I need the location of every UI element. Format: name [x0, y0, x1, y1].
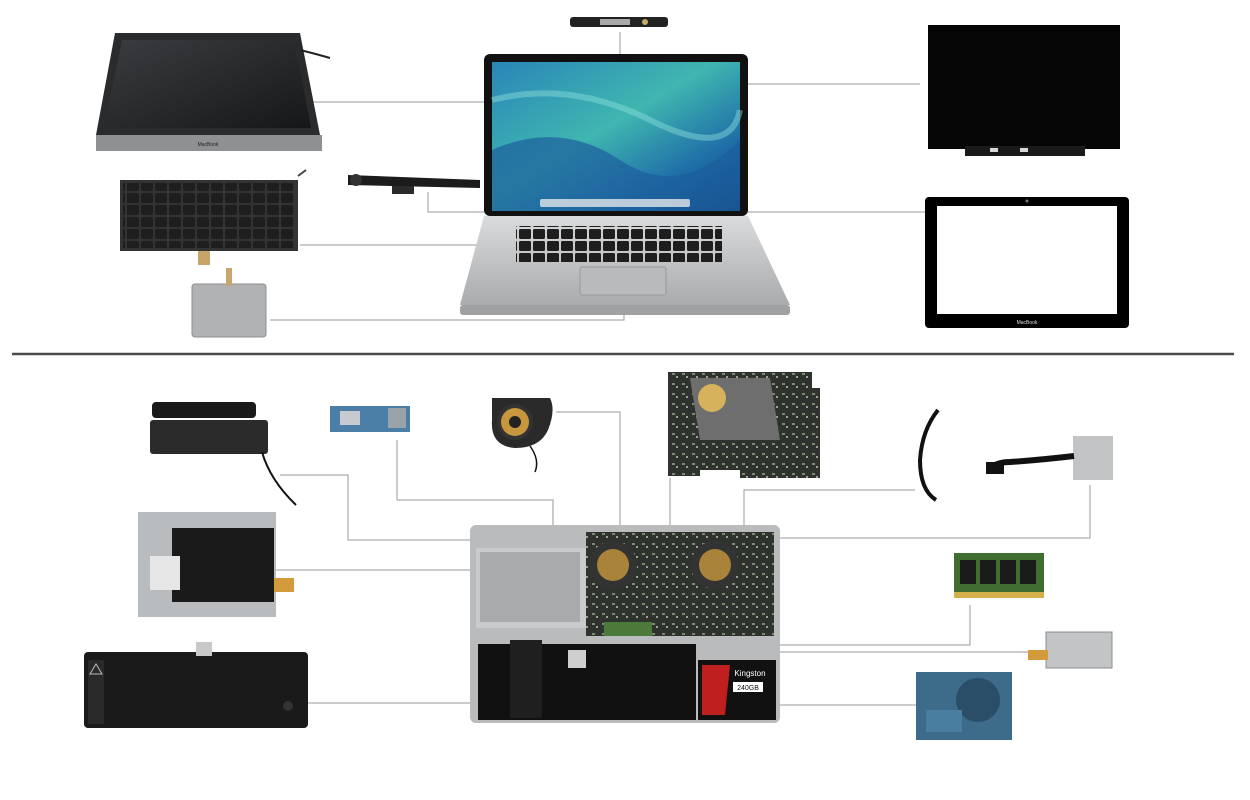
- logic-board-icon: [668, 372, 820, 478]
- speaker-icon: [150, 402, 297, 506]
- bezel-logo-text: MacBook: [1017, 320, 1038, 326]
- glass-bezel-icon: MacBook: [925, 197, 1129, 328]
- camera-board-icon: [570, 17, 668, 27]
- leader-lines: [214, 32, 1091, 706]
- airport-card-icon: [330, 406, 410, 432]
- ram-module-icon: [954, 553, 1044, 598]
- ssd-capacity-text: 240GB: [737, 685, 759, 692]
- display-logo-text: MacBook: [198, 142, 219, 148]
- bottom-case-icon: Kingston 240GB: [470, 525, 780, 723]
- leader-airport-card: [396, 440, 554, 525]
- dc-in-board-icon: [986, 436, 1113, 480]
- display-assembly-icon: MacBook: [96, 33, 331, 151]
- lcd-panel-icon: [928, 25, 1120, 156]
- optical-drive-icon: [138, 512, 294, 617]
- hinge-bracket-icon: [348, 174, 480, 194]
- leader-fan: [556, 411, 621, 555]
- leader-hinge-bracket: [427, 192, 490, 213]
- battery-icon: [84, 642, 308, 728]
- leader-flex-cable: [743, 489, 915, 528]
- ssd-brand-text: Kingston: [734, 669, 765, 678]
- keyboard-icon: [120, 169, 307, 265]
- macbook-pro-icon: [460, 54, 790, 315]
- drive-caddy-icon: [1028, 631, 1113, 669]
- flex-cable-icon: [917, 408, 940, 502]
- leader-speaker: [280, 474, 478, 541]
- fan-icon: [491, 398, 553, 473]
- hard-drive-icon: [916, 672, 1012, 740]
- leader-dc-in-board: [762, 485, 1091, 539]
- trackpad-icon: [191, 268, 267, 338]
